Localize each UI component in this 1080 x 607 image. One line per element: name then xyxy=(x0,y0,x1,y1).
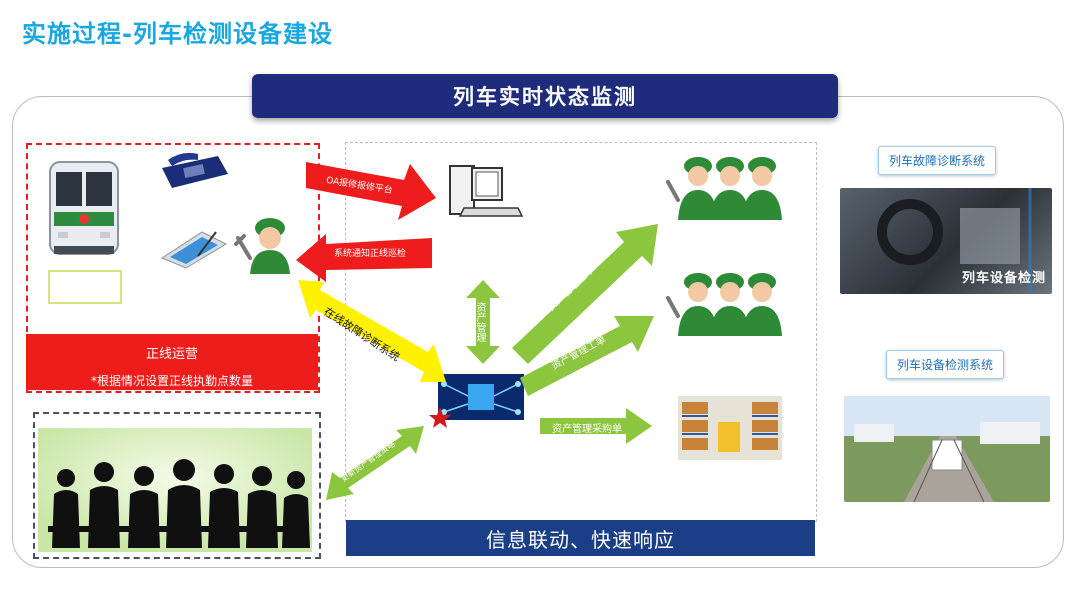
telephone-icon xyxy=(162,152,228,188)
notify-label: 系统通知正线巡检 xyxy=(334,249,407,259)
equipment-detection-photo xyxy=(844,396,1050,502)
diagnosis-arrow xyxy=(298,280,446,382)
worker-group-icon-1 xyxy=(666,157,782,220)
update-strategy-arrow xyxy=(326,426,424,500)
purchase-order-arrow xyxy=(540,408,652,444)
asset-mgmt-arrow xyxy=(466,280,500,364)
computer-icon xyxy=(449,165,524,217)
line-operations-note: *根据情况设置正线执勤点数量 xyxy=(90,374,253,388)
line-operations-label: 正线运营 xyxy=(145,347,198,362)
notify-arrow xyxy=(296,234,432,282)
worker-group-icon-2 xyxy=(666,273,782,336)
worker-icon xyxy=(234,218,290,274)
fault-diagnosis-system-label: 列车故障诊断系统 xyxy=(878,146,997,175)
purchase-order-label: 资产管理采购单 xyxy=(552,424,622,435)
oa-repair-arrow xyxy=(306,162,436,220)
warehouse-image xyxy=(678,396,782,460)
fault-diagnosis-photo: 列车设备检测 xyxy=(840,188,1052,294)
label-box xyxy=(48,270,122,304)
equipment-detection-system-label: 列车设备检测系统 xyxy=(886,350,1005,379)
work-order-arrow-2 xyxy=(520,316,654,396)
tablet-icon xyxy=(160,231,228,269)
line-operations-bar: 正线运营 *根据情况设置正线执勤点数量 xyxy=(26,334,318,390)
monitoring-banner: 列车实时状态监测 xyxy=(252,74,838,118)
work-order-arrow-1 xyxy=(512,224,658,364)
meeting-people-icon xyxy=(38,428,312,552)
fault-photo-caption: 列车设备检测 xyxy=(961,271,1046,286)
footer-bar: 信息联动、快速响应 xyxy=(346,520,815,556)
central-hub-icon xyxy=(438,374,524,420)
train-icon xyxy=(49,161,119,255)
asset-mgmt-label: 资产管理 xyxy=(474,302,485,342)
star-icon xyxy=(429,407,451,428)
page-title: 实施过程-列车检测设备建设 xyxy=(22,20,333,48)
